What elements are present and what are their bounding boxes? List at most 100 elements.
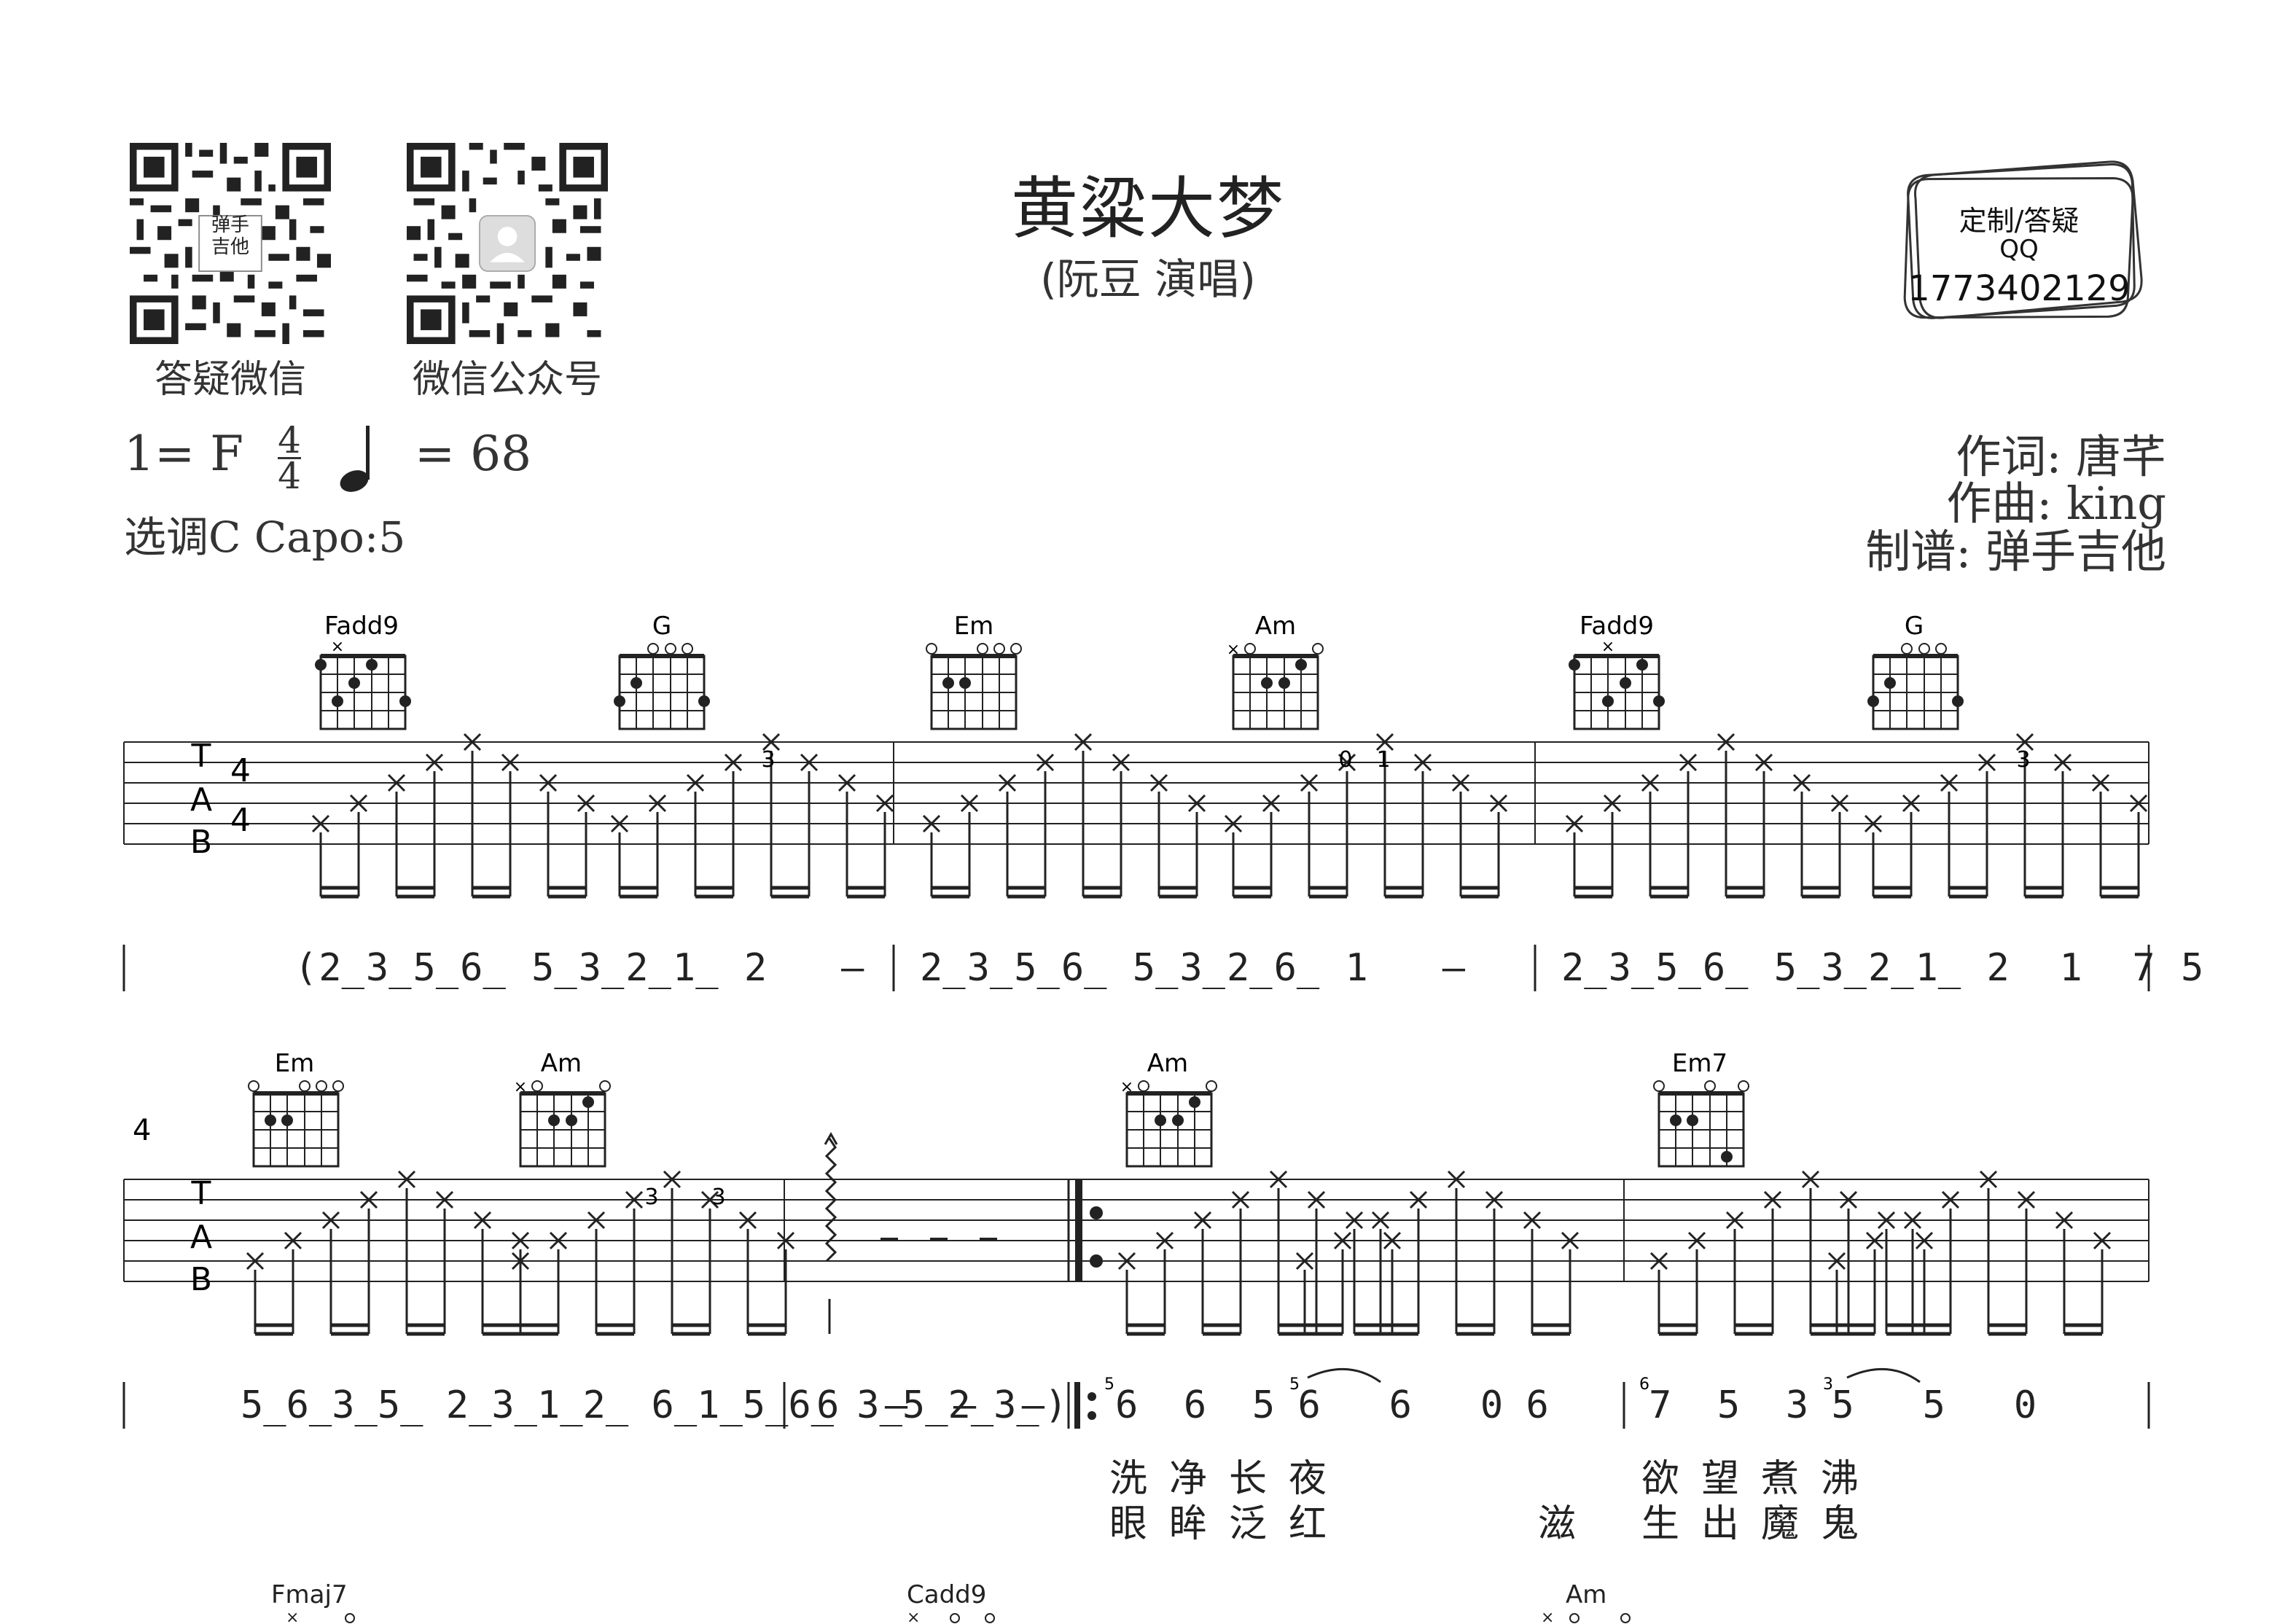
chord-diagram-am: Am × (514, 1049, 611, 1168)
chord-diagram-em: Em (926, 612, 1022, 730)
tab-notes (311, 733, 2148, 899)
chord-diagram-am-2: Am × (1120, 1049, 1217, 1168)
tab-x-note (1269, 1170, 1288, 1189)
tab-number: 3 (711, 1184, 725, 1210)
repeat-dot (1088, 1411, 1096, 1420)
tab-x-note (1763, 1190, 1782, 1209)
tab-x-note (1447, 1170, 1466, 1189)
tab-x-note (2015, 733, 2034, 752)
qr-center-label: 弹手 吉他 (200, 214, 261, 258)
tab-x-note (762, 733, 781, 752)
arpeggio-arrow-icon (824, 1131, 838, 1145)
tab-x-note (776, 1231, 795, 1250)
tab-x-note (577, 794, 596, 813)
tab-x-note (837, 773, 856, 792)
tab-x-note (2091, 773, 2110, 792)
repeat-dot (1090, 1206, 1103, 1219)
tab-x-note (1561, 1231, 1580, 1250)
chord-diagram-am: Am × (1227, 612, 1324, 730)
tab-x-note (1451, 773, 1470, 792)
composer: 作曲: king (1946, 477, 2166, 530)
jianpu-measure-3: 2̲3̲5̲6̲ 5̲3̲2̲1̲ 2 1 7 5 (1561, 946, 2206, 990)
grace-note: 3 (1823, 1375, 1833, 1394)
tab-x-note (1754, 753, 1773, 772)
tab-time-top: 4 (230, 752, 251, 789)
qq-stamp: 定制/答疑 QQ 1773402129 (1895, 146, 2143, 335)
tab-x-note (511, 1252, 530, 1270)
tab-x-note (1409, 1190, 1428, 1209)
tab-x-note (648, 794, 667, 813)
tab-x-note (1649, 1252, 1668, 1270)
tab-x-note (501, 753, 520, 772)
tab-label-b: B (190, 1261, 212, 1298)
svg-text:×: × (1541, 1609, 1554, 1624)
tab-x-note (1074, 733, 1093, 752)
chord-name-am: Am (1566, 1580, 1607, 1609)
chord-name: Fadd9 (324, 612, 399, 641)
tab-x-note (724, 753, 743, 772)
tab-x-note (1565, 814, 1584, 833)
tab-x-note (1383, 1231, 1402, 1250)
grace-note: 5 (1289, 1375, 1300, 1394)
stamp-frame-icon (1903, 160, 2143, 319)
tab-x-note (1940, 773, 1959, 792)
tab-x-note (1187, 794, 1206, 813)
chord-name: Fadd9 (1580, 612, 1654, 641)
stamp-qq-number: 1773402129 (1908, 268, 2131, 309)
tab-label-b: B (190, 824, 212, 861)
tab-x-note (397, 1170, 416, 1189)
jianpu-barlines (122, 1382, 2150, 1429)
tab-x-note (738, 1211, 757, 1230)
tab-x-note (349, 794, 368, 813)
jianpu-barlines (122, 945, 2150, 991)
tab-x-note (1371, 1211, 1390, 1230)
tab-x-note (1149, 773, 1168, 792)
tab-x-note (1262, 794, 1281, 813)
tab-number: 3 (2016, 747, 2030, 773)
chord-name: Em (954, 612, 994, 641)
chord-name-cadd9: Cadd9 (907, 1580, 987, 1609)
qr-center-label-line2: 吉他 (211, 236, 249, 258)
tab-x-note (1338, 753, 1356, 772)
arranger: 制谱: 弹手吉他 (1865, 525, 2166, 578)
chord-name: Em7 (1672, 1049, 1727, 1078)
chord-diagram-em: Em (248, 1049, 344, 1168)
chord-name-fmaj7: Fmaj7 (271, 1580, 348, 1609)
tie-arc (1307, 1367, 1381, 1383)
tab-x-note (1523, 1211, 1542, 1230)
tab-x-note (1641, 773, 1660, 792)
tab-x-note (425, 753, 444, 772)
jianpu-measure-2: 2̲3̲5̲6̲ 5̲3̲2̲6̲ 1 – (920, 946, 1467, 990)
tab-x-note (435, 1190, 454, 1209)
tab-label-t: T (191, 738, 211, 775)
tab-number: 3 (644, 1184, 658, 1210)
tab-x-note (1307, 1190, 1326, 1209)
tab-time-bottom: 4 (230, 802, 251, 839)
tab-x-note (1941, 1190, 1960, 1209)
repeat-dot (1090, 1254, 1103, 1268)
jianpu-measure-4: 5̲6̲3̲5̲ 2̲3̲1̲2̲ 6̲1̲5̲6̲ 3̲5̲2̲3̲ (241, 1383, 1039, 1427)
tab-x-note (539, 773, 558, 792)
tab-x-note (1864, 814, 1883, 833)
tempo-value: = 68 (414, 426, 532, 482)
tab-x-note (610, 814, 629, 833)
qr-code-wechat-image (130, 143, 331, 344)
tab-label-a: A (190, 781, 212, 819)
tie-arc (1846, 1367, 1921, 1383)
tab-x-note (1902, 794, 1921, 813)
tab-x-note (1877, 1211, 1896, 1230)
measure-number: 4 (133, 1114, 151, 1147)
tab-x-note (1687, 1231, 1706, 1250)
chord-name: Em (275, 1049, 315, 1078)
chord-name: Am (1255, 612, 1296, 641)
grace-note: 5 (1104, 1375, 1114, 1394)
svg-text:×: × (1120, 1078, 1133, 1096)
tab-x-note (1979, 1170, 1998, 1189)
jianpu-measure-7: 7 5 3 5 5 0 (1649, 1383, 2037, 1427)
tab-x-note (284, 1231, 302, 1250)
qr-caption-wechat: 答疑微信 (154, 358, 306, 402)
chord-diagram-tops: × × × (286, 1609, 1631, 1624)
lyric-line1-a: 洗净长夜 (1109, 1457, 1349, 1501)
qr-code-official-account-image (407, 143, 608, 344)
tab-x-note (511, 1231, 530, 1250)
